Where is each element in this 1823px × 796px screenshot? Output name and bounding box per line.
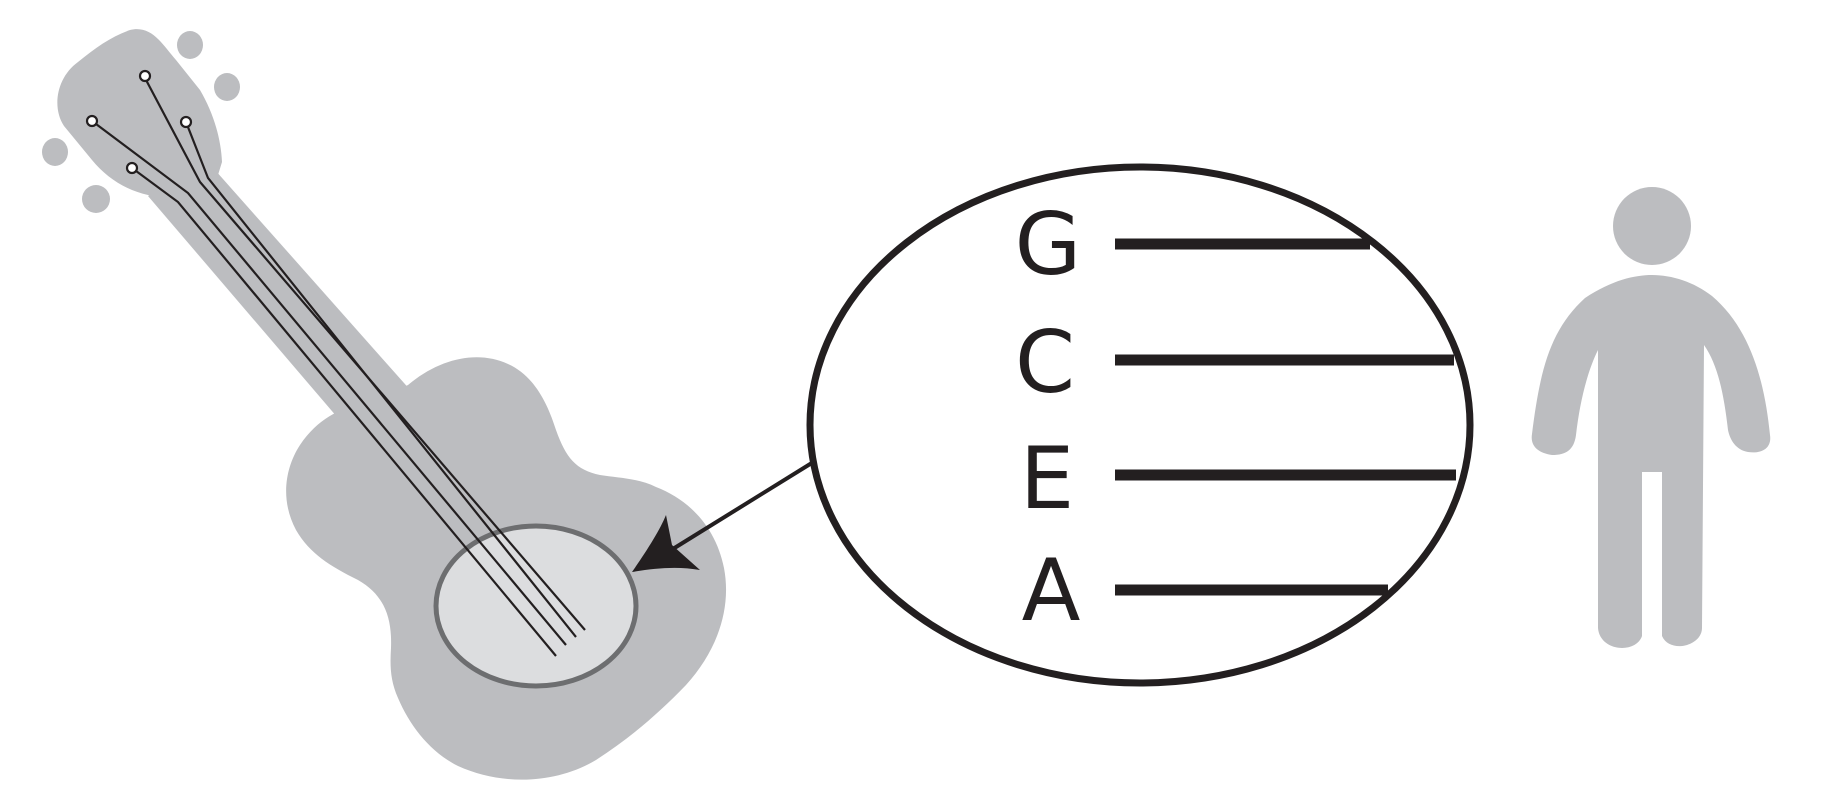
note-label-c: C <box>1015 313 1075 413</box>
string-anchor <box>138 69 152 83</box>
callout-ellipse <box>806 163 1474 687</box>
ukulele-headstock <box>57 29 222 200</box>
note-label-e: E <box>1020 429 1074 529</box>
ukulele <box>42 29 727 780</box>
person-body <box>1531 275 1771 648</box>
note-label-a: A <box>1022 541 1081 641</box>
string-anchor <box>179 115 193 129</box>
string-g <box>144 77 586 631</box>
sound-hole <box>433 523 639 689</box>
callout-arrow <box>632 459 817 572</box>
tuning-peg <box>214 73 240 101</box>
string-note-labels: G C E A <box>1015 195 1082 641</box>
string-anchor <box>85 114 99 128</box>
ukulele-strings <box>91 77 586 657</box>
callout-line <box>666 459 817 554</box>
magnified-callout: G C E A <box>806 163 1474 687</box>
tuning-peg <box>42 138 68 166</box>
person-icon <box>1531 187 1771 648</box>
string-c <box>184 121 577 638</box>
string-lines <box>1115 238 1456 596</box>
string-anchors <box>85 69 193 175</box>
tuning-peg <box>177 31 203 59</box>
note-label-g: G <box>1015 195 1082 295</box>
person-head <box>1613 187 1691 265</box>
string-a <box>131 167 557 657</box>
arrowhead-icon <box>632 515 700 572</box>
string-anchor <box>125 161 139 175</box>
string-e <box>91 120 567 646</box>
tuning-peg <box>82 185 110 213</box>
